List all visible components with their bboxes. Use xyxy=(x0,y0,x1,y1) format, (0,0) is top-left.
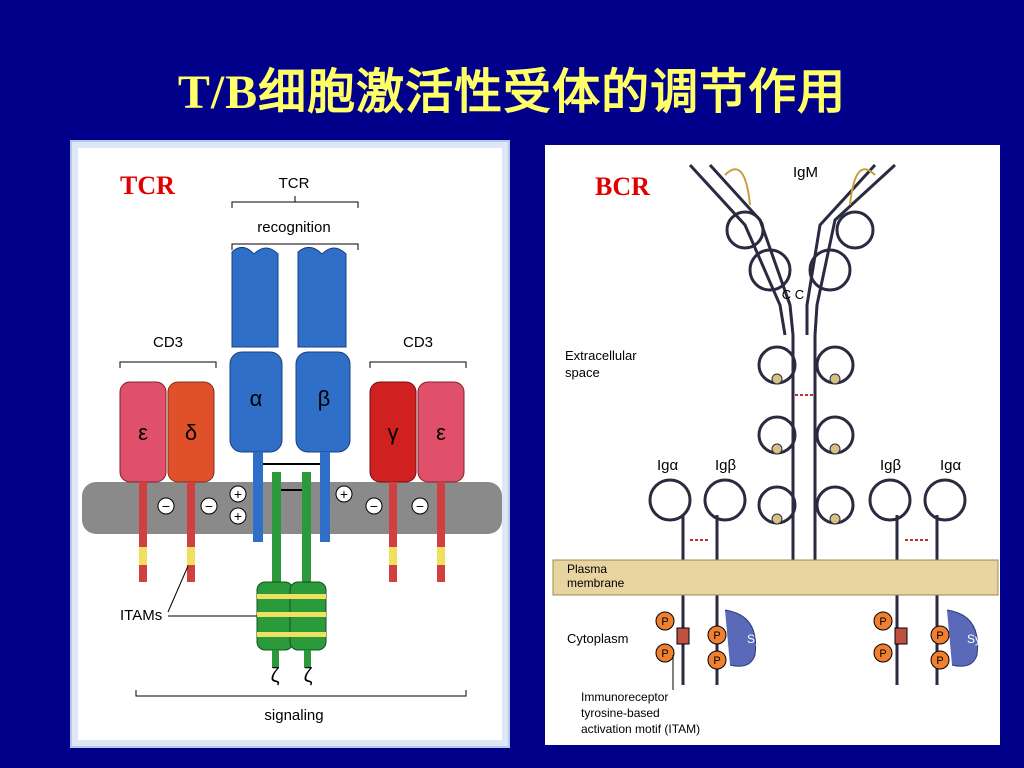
recognition-label: recognition xyxy=(257,219,330,236)
ig-beta-right-label: Igβ xyxy=(880,457,902,474)
svg-text:P: P xyxy=(661,648,668,660)
svg-text:+: + xyxy=(234,486,242,502)
zeta-right-label: ζ xyxy=(304,665,313,687)
cc-label: C C xyxy=(782,287,804,302)
svg-text:P: P xyxy=(713,655,720,667)
gamma-tail xyxy=(389,482,397,582)
glycosylation-sites xyxy=(771,373,841,525)
svg-text:P: P xyxy=(936,655,943,667)
plasma-membrane-label-1: Plasma xyxy=(567,562,607,576)
epsilon-left-itam xyxy=(139,547,147,565)
tcr-diagram-panel: TCR TCR recognition α β ζ ζ CD3 ε δ CD3 … xyxy=(70,140,510,748)
beta-label: β xyxy=(318,386,331,411)
zeta-left-label: ζ xyxy=(271,665,280,687)
bcr-panel-label: BCR xyxy=(595,172,650,201)
cd3-left-bracket xyxy=(119,361,217,368)
delta-itam xyxy=(187,547,195,565)
igm-light-chains xyxy=(724,168,876,206)
delta-tail xyxy=(187,482,195,582)
svg-text:P: P xyxy=(713,630,720,642)
itams-pointer xyxy=(167,565,257,617)
ig-alpha-right-label: Igα xyxy=(940,457,962,474)
svg-text:+: + xyxy=(234,508,242,524)
svg-text:P: P xyxy=(661,616,668,628)
syk-right-label: Syk xyxy=(967,632,988,646)
epsilon-right-itam xyxy=(437,547,445,565)
tcr-panel-label: TCR xyxy=(120,171,175,200)
cytoplasm-label: Cytoplasm xyxy=(567,631,628,646)
svg-text:−: − xyxy=(370,498,378,514)
beta-transmembrane xyxy=(320,452,330,542)
left-itam-complex: P P P P Syk xyxy=(655,609,768,670)
itam-caption-line-2: tyrosine-based xyxy=(581,706,660,720)
zeta-itam-2 xyxy=(257,612,326,617)
gamma-label: γ xyxy=(388,420,399,445)
plasma-membrane-label-2: membrane xyxy=(567,576,625,590)
epsilon-left-label: ε xyxy=(138,420,148,445)
epsilon-right-tail xyxy=(437,482,445,582)
beta-variable-domain xyxy=(297,247,347,348)
itam-caption-line-1: Immunoreceptor xyxy=(581,690,668,704)
epsilon-right-label: ε xyxy=(436,420,446,445)
right-itam-complex: P P P P Syk xyxy=(873,609,988,670)
plasma-membrane xyxy=(552,559,999,596)
alpha-transmembrane xyxy=(253,452,263,542)
ig-beta-left-label: Igβ xyxy=(715,457,737,474)
cd3-right-bracket xyxy=(369,361,467,368)
extracellular-label-2: space xyxy=(565,365,600,380)
tcr-diagram: TCR TCR recognition α β ζ ζ CD3 ε δ CD3 … xyxy=(78,148,502,740)
zeta-right-stalk xyxy=(302,472,311,582)
tcr-bracket xyxy=(231,196,359,208)
recognition-bracket xyxy=(231,243,359,250)
membrane-charges: − − + + + − − xyxy=(157,485,429,525)
cd3-right-label: CD3 xyxy=(403,334,433,351)
svg-text:−: − xyxy=(416,498,424,514)
signaling-bracket xyxy=(135,690,467,697)
delta-label: δ xyxy=(185,420,197,445)
bcr-diagram: BCR IgM C C Extracellular space Igα Igβ … xyxy=(552,163,999,736)
svg-text:P: P xyxy=(879,648,886,660)
bcr-diagram-panel: BCR IgM C C Extracellular space Igα Igβ … xyxy=(545,145,1000,745)
itams-label: ITAMs xyxy=(120,607,162,624)
svg-text:−: − xyxy=(162,498,170,514)
gamma-itam xyxy=(389,547,397,565)
zeta-itam-3 xyxy=(257,632,326,637)
epsilon-left-tail xyxy=(139,482,147,582)
extracellular-label-1: Extracellular xyxy=(565,348,637,363)
cd3-left-label: CD3 xyxy=(153,334,183,351)
tcr-header: TCR xyxy=(279,175,310,192)
igm-molecule xyxy=(688,163,897,585)
svg-text:−: − xyxy=(205,498,213,514)
igm-label: IgM xyxy=(793,164,818,181)
syk-left-label: Syk xyxy=(747,632,768,646)
ig-alpha-left-label: Igα xyxy=(657,457,679,474)
alpha-label: α xyxy=(250,386,263,411)
slide-title: T/B细胞激活性受体的调节作用 xyxy=(177,66,847,119)
svg-text:P: P xyxy=(936,630,943,642)
zeta-left-stalk xyxy=(272,472,281,582)
alpha-variable-domain xyxy=(231,247,279,348)
svg-text:P: P xyxy=(879,616,886,628)
zeta-left-tail xyxy=(272,650,279,668)
zeta-itam-1 xyxy=(257,594,326,599)
signaling-label: signaling xyxy=(264,707,323,724)
zeta-right-tail xyxy=(304,650,311,668)
svg-text:+: + xyxy=(340,486,348,502)
itam-caption-line-3: activation motif (ITAM) xyxy=(581,722,700,736)
